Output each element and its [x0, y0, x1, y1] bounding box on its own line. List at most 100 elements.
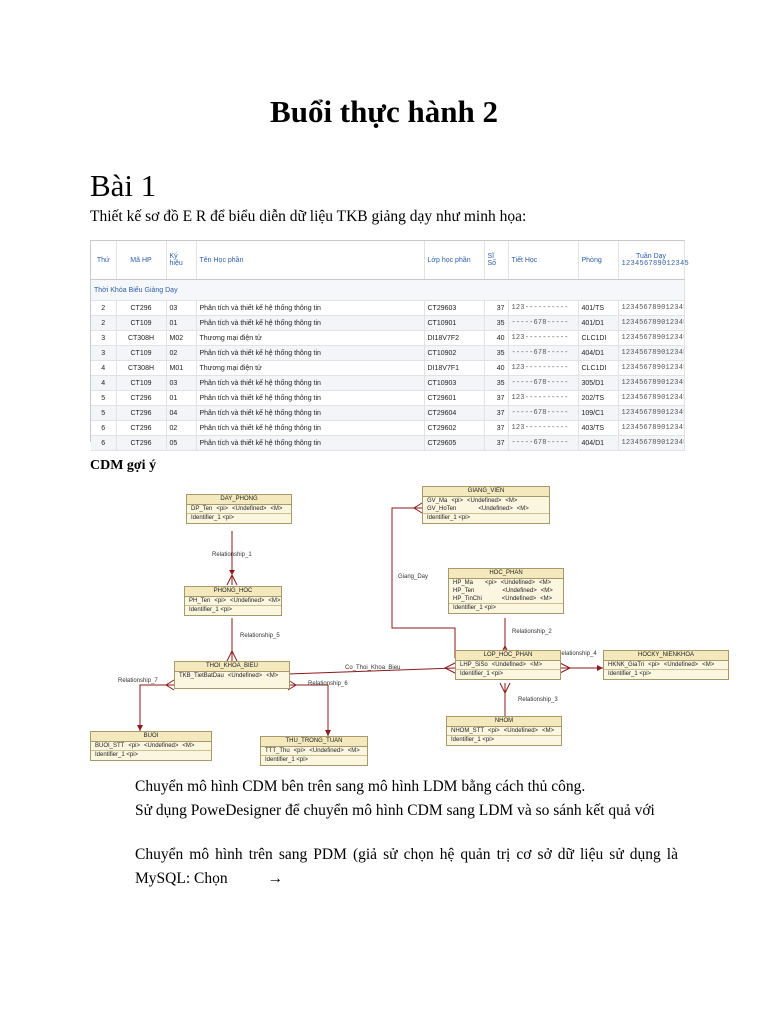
- paragraph-1-line-1: Chuyển mô hình CDM bên trên sang mô hình…: [135, 778, 586, 795]
- table-cell: CT308H: [116, 330, 167, 346]
- crowfoot-marks: [165, 502, 572, 695]
- table-cell: 03: [166, 375, 197, 391]
- entity-name: GIANG_VIEN: [423, 487, 549, 497]
- table-cell: 202/TS: [578, 390, 619, 406]
- entity-identifier: Identifier_1 <pi>: [449, 603, 563, 613]
- entity-name: HOCKY_NIENKHOA: [604, 651, 728, 661]
- entity-attr: TTT_Thu<pi><Undefined><M>: [265, 748, 360, 754]
- table-cell: 3: [91, 330, 117, 346]
- paragraph-2: Chuyển mô hình trên sang PDM (giả sử chọ…: [135, 843, 678, 891]
- table-cell: 35: [484, 345, 509, 361]
- table-cell: -----678-----: [508, 345, 579, 361]
- table-cell: 2: [91, 300, 117, 316]
- table-cell: 37: [484, 435, 509, 451]
- relationship-arrows: [137, 570, 603, 736]
- entity-thoi-khoa-bieu: THOI_KHOA_BIEU TKB_TietBatDau<Undefined>…: [174, 661, 290, 689]
- table-cell: 404/D1: [578, 345, 619, 361]
- table-cell: 01: [166, 315, 197, 331]
- rel-label-1: Relationship_1: [212, 552, 252, 558]
- entity-attr: NHOM_STT<pi><Undefined><M>: [451, 728, 555, 734]
- group-row: Thời Khóa Biểu Giảng Dạy: [91, 279, 685, 301]
- table-cell: CT296: [116, 390, 167, 406]
- entity-attr: BUOI_STT<pi><Undefined><M>: [95, 743, 195, 749]
- table-cell: 403/TS: [578, 420, 619, 436]
- entity-attr: PH_Ten<pi><Undefined><M>: [189, 598, 281, 604]
- entity-identifier: Identifier_1 <pi>: [423, 513, 549, 523]
- table-cell: 123456789012345: [618, 360, 685, 376]
- arrow-glyph: →: [267, 870, 284, 887]
- entity-identifier: Identifier_1 <pi>: [187, 513, 291, 523]
- table-cell: CT296: [116, 435, 167, 451]
- table-cell: DI18V7F1: [424, 360, 485, 376]
- intro-text: Thiết kế sơ đồ E R để biểu diễn dữ liệu …: [90, 208, 527, 225]
- rel-label-2: Relationship_2: [512, 629, 552, 635]
- col-lop-hp: Lớp học phần: [424, 241, 485, 280]
- entity-attr: DP_Ten<pi><Undefined><M>: [191, 506, 283, 512]
- entity-name: NHOM: [447, 717, 561, 727]
- entity-identifier: Identifier_1 <pi>: [185, 605, 281, 615]
- col-tiet-hoc: Tiết Học: [508, 241, 579, 280]
- table-cell: M01: [166, 360, 197, 376]
- table-cell: 123----------: [508, 330, 579, 346]
- table-cell: 01: [166, 390, 197, 406]
- paragraph-2-text: Chuyển mô hình trên sang PDM (giả sử chọ…: [135, 846, 678, 887]
- table-cell: CT296: [116, 420, 167, 436]
- entity-phong-hoc: PHONG_HOC PH_Ten<pi><Undefined><M> Ident…: [184, 586, 282, 616]
- entity-attr: LHP_SiSo<Undefined><M>: [460, 662, 543, 668]
- entity-name: BUOI: [91, 732, 211, 742]
- table-cell: 02: [166, 420, 197, 436]
- entity-name: DAY_PHONG: [187, 495, 291, 505]
- table-cell: 37: [484, 300, 509, 316]
- col-ky-hieu: Ký hiệu: [166, 241, 197, 280]
- cdm-heading: CDM gợi ý: [90, 458, 157, 473]
- table-cell: Phân tích và thiết kế hệ thống thông tin: [196, 420, 425, 436]
- entity-day-phong: DAY_PHONG DP_Ten<pi><Undefined><M> Ident…: [186, 494, 292, 524]
- table-cell: CLC1DI: [578, 330, 619, 346]
- table-cell: Phân tích và thiết kế hệ thống thông tin: [196, 315, 425, 331]
- table-cell: 123----------: [508, 390, 579, 406]
- table-cell: 123----------: [508, 300, 579, 316]
- table-cell: 35: [484, 315, 509, 331]
- table-cell: 123456789012345: [618, 375, 685, 391]
- table-cell: CT10902: [424, 345, 485, 361]
- table-cell: 37: [484, 390, 509, 406]
- table-cell: Phân tích và thiết kế hệ thống thông tin: [196, 390, 425, 406]
- table-cell: Phân tích và thiết kế hệ thống thông tin: [196, 405, 425, 421]
- page-title: Buổi thực hành 2: [270, 94, 498, 129]
- rel-label-5: Relationship_5: [240, 633, 280, 639]
- rel-label-3: Relationship_3: [518, 697, 558, 703]
- tuan-day-label: Tuần Dạy: [635, 252, 667, 260]
- entity-name: LOP_HOC_PHAN: [456, 651, 560, 661]
- entity-attr: HP_Ten<Undefined><M>: [453, 588, 553, 594]
- table-cell: 37: [484, 420, 509, 436]
- entity-attr: GV_HoTen<Undefined><M>: [427, 506, 529, 512]
- entity-name: PHONG_HOC: [185, 587, 281, 597]
- table-cell: 6: [91, 420, 117, 436]
- table-cell: Thương mại điện tử: [196, 360, 425, 376]
- table-cell: CT109: [116, 345, 167, 361]
- entity-buoi: BUOI BUOI_STT<pi><Undefined><M> Identifi…: [90, 731, 212, 761]
- table-cell: 40: [484, 330, 509, 346]
- table-cell: CT296: [116, 300, 167, 316]
- timetable: Thứ Mã HP Ký hiệu Tên Học phần Lớp học p…: [91, 241, 689, 451]
- entity-attr: TKB_TietBatDau<Undefined><M>: [179, 673, 279, 679]
- table-cell: M02: [166, 330, 197, 346]
- col-si-so: Sĩ Số: [484, 241, 509, 280]
- timetable-header-row: Thứ Mã HP Ký hiệu Tên Học phần Lớp học p…: [91, 241, 689, 280]
- rel-label-6: Relationship_6: [308, 681, 348, 687]
- col-phong: Phòng: [578, 241, 619, 280]
- table-cell: 4: [91, 360, 117, 376]
- table-cell: 305/D1: [578, 375, 619, 391]
- table-cell: 03: [166, 300, 197, 316]
- rel-label-7: Relationship_7: [118, 678, 158, 684]
- entity-attr: HP_TinChi<Undefined><M>: [453, 596, 553, 602]
- table-cell: 3: [91, 345, 117, 361]
- entity-identifier: Identifier_1 <pi>: [261, 755, 367, 765]
- table-cell: CT308H: [116, 360, 167, 376]
- table-cell: Phân tích và thiết kế hệ thống thông tin: [196, 435, 425, 451]
